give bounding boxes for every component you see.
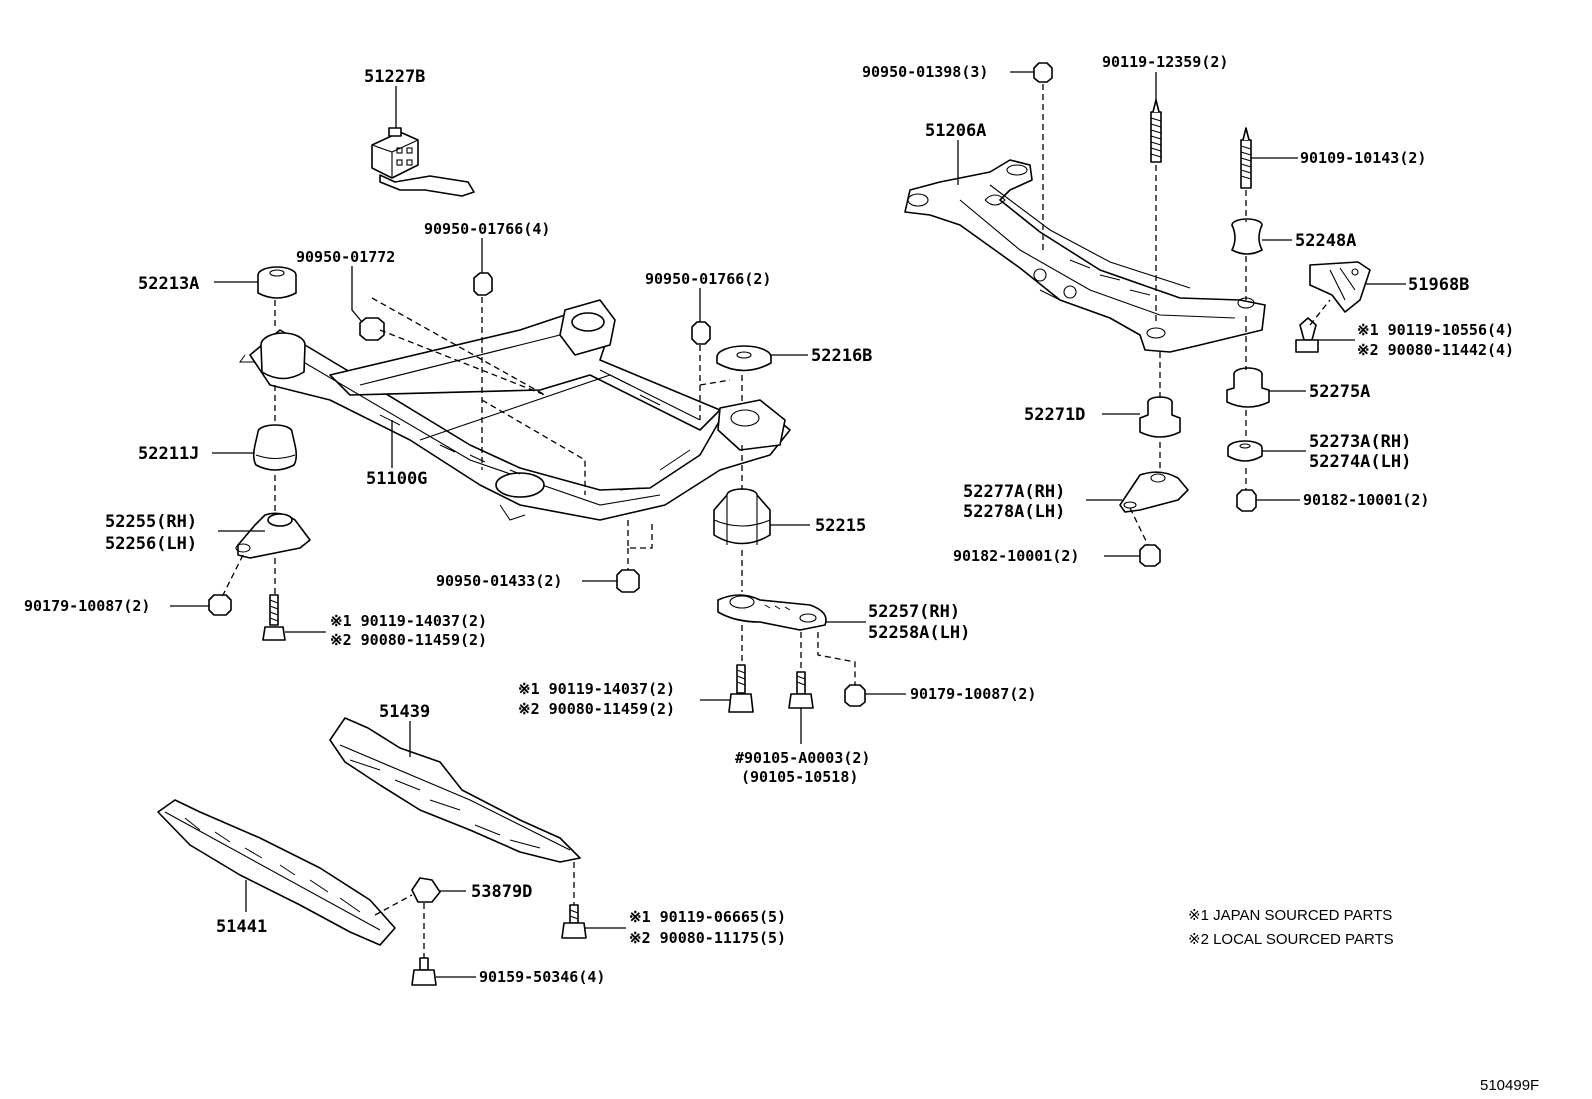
part-labels: 51227B 90950-01766(4) 90950-01772 52213A…	[24, 53, 1514, 986]
washer-52273a	[1227, 440, 1263, 462]
label-shield-bolt-local: ※2 90080-11175(5)	[629, 929, 786, 947]
cushion-52215	[713, 488, 771, 545]
nut-90182-left	[1139, 544, 1161, 567]
stopper-52257	[717, 594, 827, 631]
bushing-52213a	[257, 266, 297, 299]
stopper-52277a	[1119, 471, 1189, 513]
label-52255: 52255(RH)	[105, 512, 197, 532]
label-mid-bolt-local: ※2 90080-11459(2)	[518, 700, 675, 718]
label-51227b: 51227B	[364, 67, 425, 87]
bolt-90159	[411, 957, 437, 986]
bracket-51968b	[1309, 261, 1371, 313]
legend-local-sourced: ※2 LOCAL SOURCED PARTS	[1188, 931, 1394, 948]
bolt-rear-bracket	[1295, 317, 1319, 353]
label-51441: 51441	[216, 917, 267, 937]
label-90105-10518: (90105-10518)	[741, 768, 858, 786]
assembly-dash-lines	[221, 84, 1331, 958]
nut-90179-right	[844, 684, 866, 707]
label-52274a: 52274A(LH)	[1309, 452, 1411, 472]
label-52275a: 52275A	[1309, 382, 1370, 402]
label-left-bolt-japan: ※1 90119-14037(2)	[330, 612, 487, 630]
sourcing-legend: ※1 JAPAN SOURCED PARTS ※2 LOCAL SOURCED …	[1188, 907, 1394, 948]
label-rear-bolt-japan: ※1 90119-10556(4)	[1357, 321, 1514, 339]
label-52248a: 52248A	[1295, 231, 1356, 251]
label-52215: 52215	[815, 516, 866, 536]
shield-51441	[157, 799, 396, 946]
label-90179-right: 90179-10087(2)	[910, 685, 1036, 703]
bolt-shield	[561, 904, 587, 939]
shield-51439	[329, 717, 581, 863]
bushing-52248a	[1231, 218, 1263, 255]
label-52213a: 52213A	[138, 274, 199, 294]
bolt-mid-left	[728, 664, 754, 713]
bolt-90119-12359	[1150, 99, 1162, 163]
nut-90950-01433	[616, 569, 640, 593]
bolt-90109-10143	[1240, 127, 1252, 189]
label-53879d: 53879D	[471, 882, 532, 902]
label-52257: 52257(RH)	[868, 602, 960, 622]
label-90159-50346: 90159-50346(4)	[479, 968, 605, 986]
label-90950-01766-4: 90950-01766(4)	[424, 220, 550, 238]
stopper-52255	[235, 512, 311, 559]
nut-90950-01766-4	[473, 272, 493, 296]
label-90179-left: 90179-10087(2)	[24, 597, 150, 615]
label-51968b: 51968B	[1408, 275, 1469, 295]
bolt-90105	[788, 671, 814, 709]
nut-90950-01766-2	[691, 321, 711, 345]
front-crossmember-51100g	[239, 299, 791, 521]
label-90950-01766-2: 90950-01766(2)	[645, 270, 771, 288]
label-52277a: 52277A(RH)	[963, 482, 1065, 502]
label-52273a: 52273A(RH)	[1309, 432, 1411, 452]
label-90182-left: 90182-10001(2)	[953, 547, 1079, 565]
nut-90182-right	[1236, 489, 1257, 512]
label-90119-12359: 90119-12359(2)	[1102, 53, 1228, 71]
label-52278a: 52278A(LH)	[963, 502, 1065, 522]
label-51206a: 51206A	[925, 121, 986, 141]
label-90950-01433: 90950-01433(2)	[436, 572, 562, 590]
label-rear-bolt-local: ※2 90080-11442(4)	[1357, 341, 1514, 359]
legend-japan-sourced: ※1 JAPAN SOURCED PARTS	[1188, 907, 1392, 924]
leader-lines	[170, 71, 1406, 978]
bolt-left	[262, 594, 286, 641]
label-52258a: 52258A(LH)	[868, 623, 970, 643]
clip-53879d	[411, 877, 441, 903]
bracket-51227b	[371, 127, 475, 197]
rear-crossmember-51206a	[904, 159, 1266, 353]
label-51100g: 51100G	[366, 469, 427, 489]
diagram-code: 510499F	[1480, 1077, 1539, 1094]
label-52211j: 52211J	[138, 444, 199, 464]
label-51439: 51439	[379, 702, 430, 722]
label-52271d: 52271D	[1024, 405, 1085, 425]
label-90182-right: 90182-10001(2)	[1303, 491, 1429, 509]
cushion-52275a	[1226, 367, 1270, 408]
label-shield-bolt-japan: ※1 90119-06665(5)	[629, 908, 786, 926]
label-90950-01398: 90950-01398(3)	[862, 63, 988, 81]
cushion-52271d	[1139, 396, 1181, 438]
nut-90950-01772	[359, 317, 385, 341]
cushion-52211j	[252, 424, 298, 471]
label-52256: 52256(LH)	[105, 534, 197, 554]
nut-90950-01398	[1033, 62, 1053, 83]
nut-90179-left	[208, 594, 232, 616]
label-90950-01772: 90950-01772	[296, 248, 395, 266]
label-90105-a0003: #90105-A0003(2)	[735, 749, 870, 767]
label-90109-10143: 90109-10143(2)	[1300, 149, 1426, 167]
washer-52216b	[716, 345, 772, 372]
label-left-bolt-local: ※2 90080-11459(2)	[330, 631, 487, 649]
label-mid-bolt-japan: ※1 90119-14037(2)	[518, 680, 675, 698]
label-52216b: 52216B	[811, 346, 872, 366]
